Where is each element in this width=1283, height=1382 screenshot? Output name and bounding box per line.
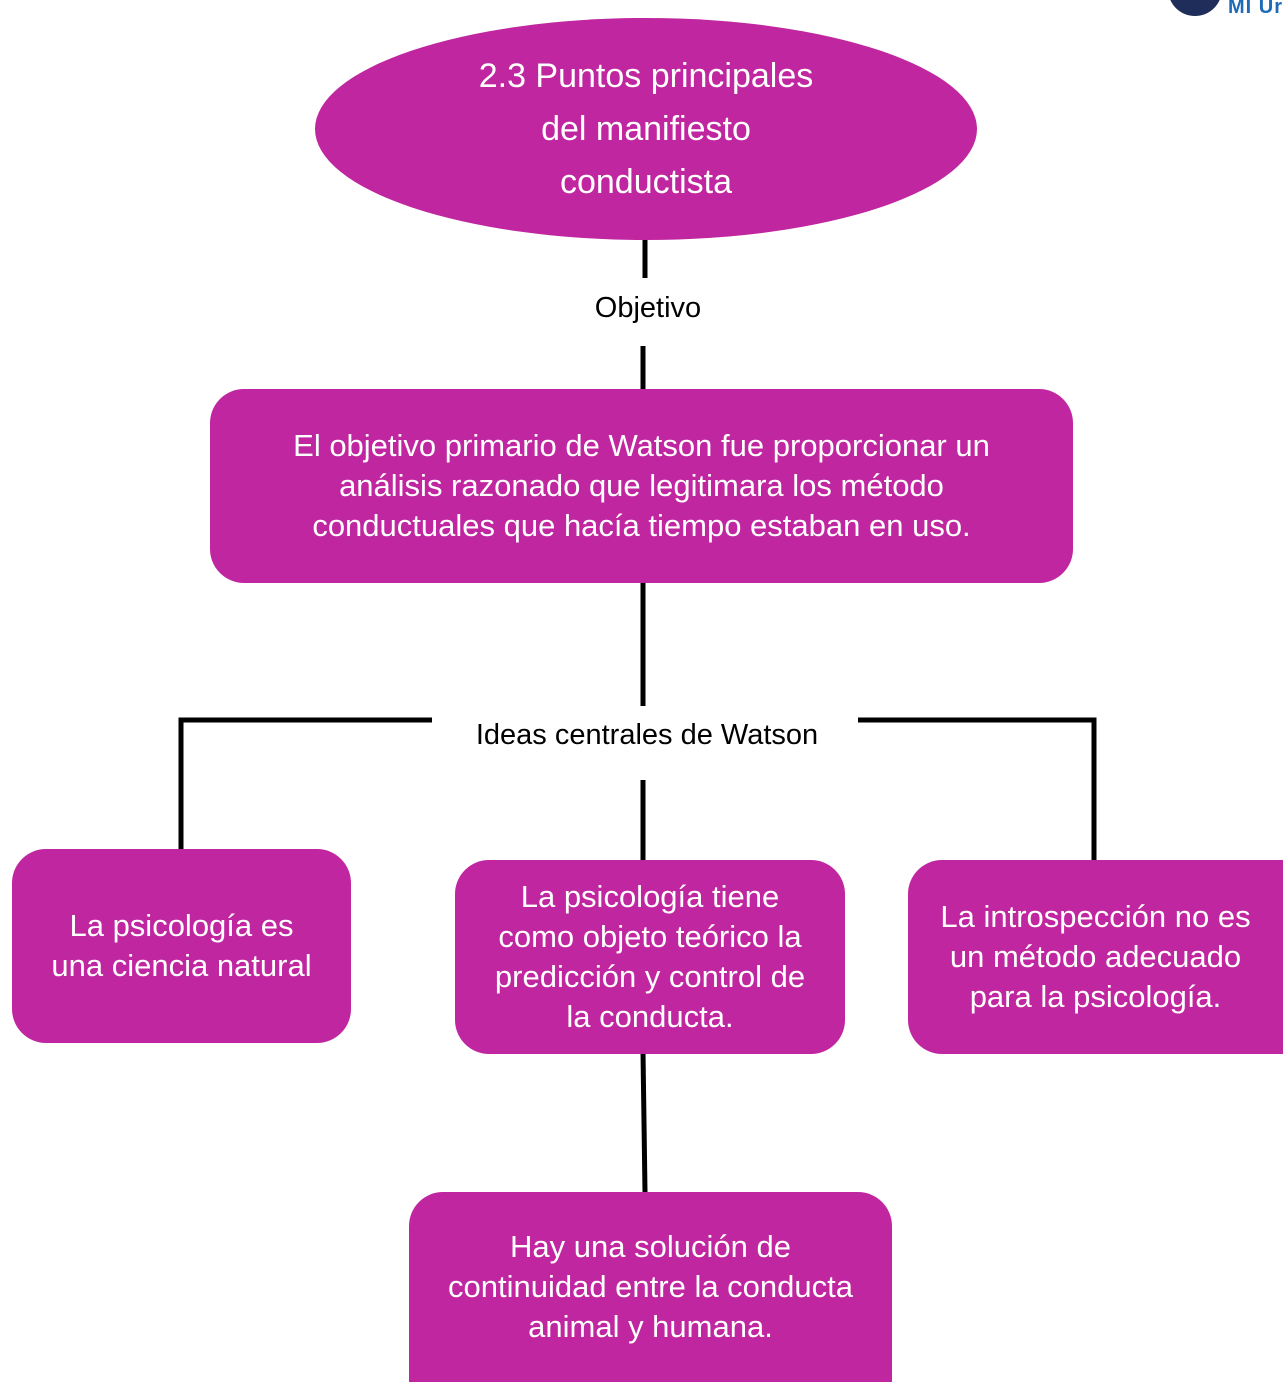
idea-center-node: La psicología tiene como objeto teórico … [455,860,845,1054]
label-objetivo: Objetivo [594,292,702,324]
objective-node: El objetivo primario de Watson fue propo… [210,389,1073,583]
title-node: 2.3 Puntos principales del manifiesto co… [315,18,977,240]
connector-ideas-to-left [178,717,432,850]
idea-bottom-node: Hay una solución de continuidad entre la… [409,1192,892,1382]
idea-right-text: La introspección no es un método adecuad… [940,899,1251,1014]
idea-right-node: La introspección no es un método adecuad… [908,860,1283,1054]
title-text: 2.3 Puntos principales del manifiesto co… [478,56,814,201]
idea-bottom-text: Hay una solución de continuidad entre la… [447,1229,853,1344]
idea-left-text: La psicología es una ciencia natural [51,908,312,983]
connector-ideas-to-right [858,717,1097,860]
university-logo-text: MI Ur [1228,0,1283,18]
idea-center-text: La psicología tiene como objeto teórico … [494,879,806,1034]
label-ideas-centrales: Ideas centrales de Watson [475,719,819,751]
connector-center-to-bottom [640,1051,648,1193]
idea-left-node: La psicología es una ciencia natural [12,849,351,1043]
objective-text: El objetivo primario de Watson fue propo… [293,428,990,543]
university-logo-icon [1168,0,1222,16]
